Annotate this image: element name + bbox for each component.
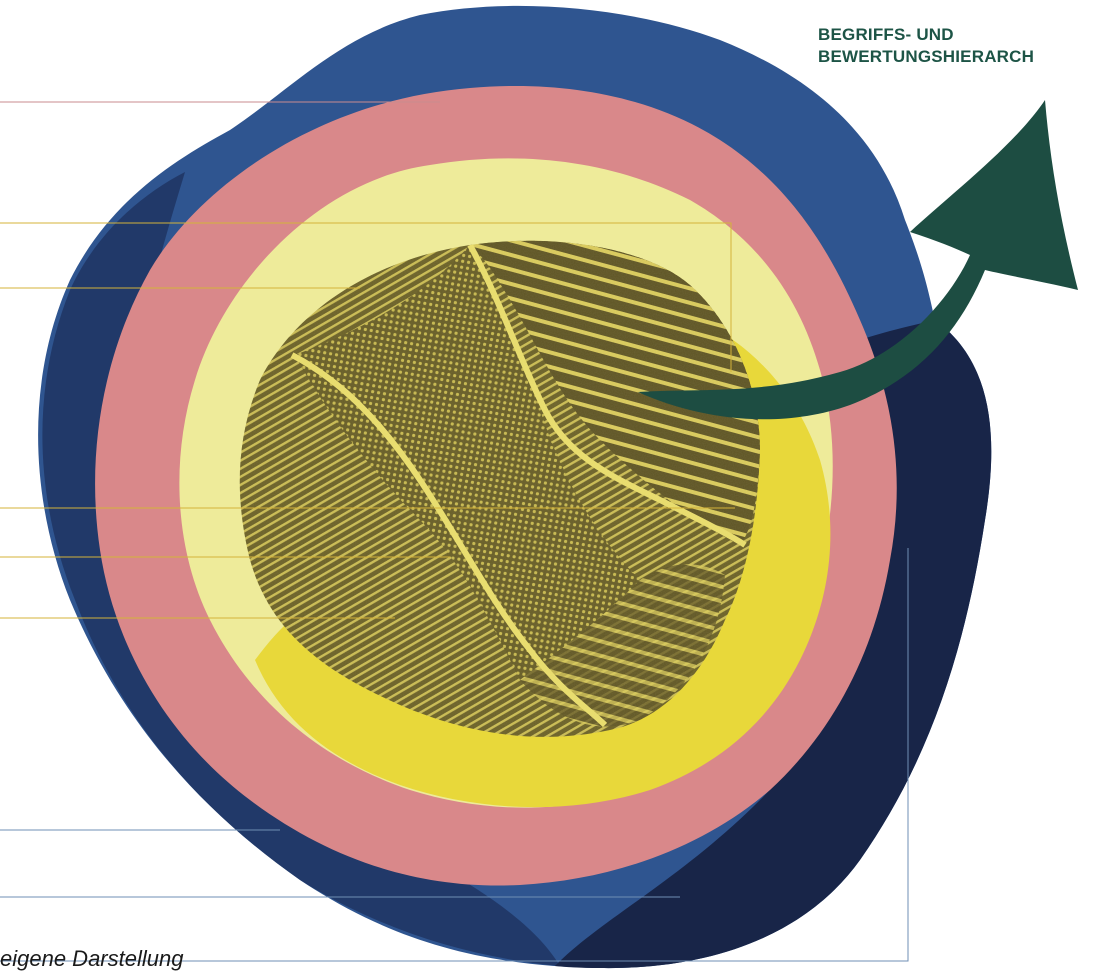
hierarchy-title-line-1: BEGRIFFS- UND (818, 24, 1034, 46)
hierarchy-title-line-2: BEWERTUNGSHIERARCH (818, 46, 1034, 68)
hierarchy-title: BEGRIFFS- UND BEWERTUNGSHIERARCH (818, 24, 1034, 68)
source-caption: eigene Darstellung (0, 945, 260, 972)
